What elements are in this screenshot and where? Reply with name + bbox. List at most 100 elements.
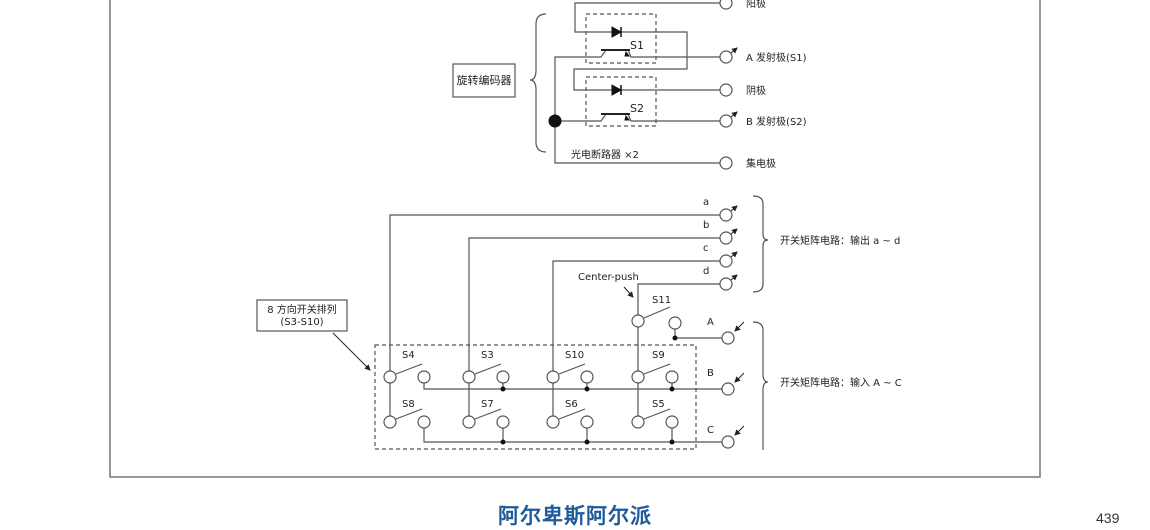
switch-lever-s6 <box>558 408 586 420</box>
encoder-labels: 旋转编码器 S1 S2 光电断路器 ×2 阳极 A 发射极(S1) 阴极 B 发… <box>457 0 807 170</box>
output-brace <box>752 195 769 293</box>
s1-label: S1 <box>630 39 644 52</box>
junction-dot <box>669 439 675 445</box>
array-label-line2: (S3-S10) <box>280 317 323 328</box>
s1-package <box>585 13 657 64</box>
photo-interrupter-label: 光电断路器 ×2 <box>571 148 639 161</box>
input-terminal-a <box>721 331 735 345</box>
emitter-b-wire <box>555 113 720 122</box>
switch-label-s6: S6 <box>565 399 578 410</box>
junction-dot <box>584 439 590 445</box>
rotary-encoder-section <box>452 2 720 164</box>
switch-label-s7: S7 <box>481 399 494 410</box>
switch-contact-s9 <box>631 370 645 384</box>
switch-label-s10: S10 <box>565 350 584 361</box>
output-arrow-icon <box>730 205 738 212</box>
switch-contact-s4 <box>383 370 397 384</box>
encoder-label-box <box>452 63 516 98</box>
switch-lever-s9 <box>643 363 671 375</box>
input-c-wire <box>423 427 722 443</box>
output-terminal-d <box>719 277 733 291</box>
encoder-brace <box>529 13 547 153</box>
terminal-collector <box>719 156 733 170</box>
terminal-label-anode: 阳极 <box>746 0 766 10</box>
switch-terminal-s3 <box>496 370 510 384</box>
switch-contact-s6 <box>546 415 560 429</box>
switch-contact-s11 <box>631 314 645 328</box>
switch-terminal-s9 <box>665 370 679 384</box>
array-label-box <box>256 299 348 332</box>
output-terminal-c <box>719 254 733 268</box>
encoder-box-label: 旋转编码器 <box>457 73 512 87</box>
center-push-label: Center-push <box>578 272 639 283</box>
output-arrow-icon <box>730 228 738 235</box>
switch-matrix-section <box>256 195 769 450</box>
terminal-cathode <box>719 83 733 97</box>
figure-frame <box>109 0 1041 478</box>
input-b-wire <box>423 382 722 390</box>
diode-icons <box>548 26 630 128</box>
output-terminal-b <box>719 231 733 245</box>
switch-lever-s5 <box>643 408 671 420</box>
input-arrow-icon <box>734 321 745 332</box>
junction-dot <box>548 114 562 128</box>
page-number: 439 <box>1096 510 1120 526</box>
terminal-anode <box>719 0 733 10</box>
switch-label-s4: S4 <box>402 350 415 361</box>
switch-terminal-s10 <box>580 370 594 384</box>
output-a-label: a <box>703 197 709 208</box>
switch-terminal-s5 <box>665 415 679 429</box>
collector-wire <box>554 121 720 164</box>
switch-label-s3: S3 <box>481 350 494 361</box>
terminal-label-emitter-a: A 发射极(S1) <box>746 51 807 64</box>
diode-s2-icon <box>611 84 623 96</box>
eight-direction-array-box <box>374 344 697 450</box>
input-brace <box>752 321 769 450</box>
output-d-wire <box>637 283 720 416</box>
output-c-wire <box>552 260 720 416</box>
switch-contact-s8 <box>383 415 397 429</box>
emitter-a-wire <box>554 49 720 120</box>
switch-terminal-s4 <box>417 370 431 384</box>
input-a-label: A <box>707 317 714 328</box>
output-b-label: b <box>703 220 709 231</box>
encoder-terminals <box>719 0 733 170</box>
input-brace-label: 开关矩阵电路：输入 A ~ C <box>780 376 902 389</box>
output-brace-label: 开关矩阵电路：输出 a ~ d <box>780 234 900 247</box>
input-arrow-icon <box>734 425 745 436</box>
switch-terminal-s11 <box>668 316 682 330</box>
input-b-label: B <box>707 368 714 379</box>
input-c-label: C <box>707 425 714 436</box>
terminal-label-collector: 集电极 <box>746 157 776 170</box>
junction-dot <box>500 439 506 445</box>
terminal-emitter-b <box>719 114 733 128</box>
output-arrow-icon <box>730 274 738 281</box>
junction-dot <box>672 335 678 341</box>
switch-terminal-s6 <box>580 415 594 429</box>
array-label-line1: 8 方向开关排列 <box>267 303 337 316</box>
switch-terminal-s7 <box>496 415 510 429</box>
switch-contact-s10 <box>546 370 560 384</box>
switch-terminal-s8 <box>417 415 431 429</box>
switch-contact-s3 <box>462 370 476 384</box>
switch-contact-s7 <box>462 415 476 429</box>
matrix-labels: 8 方向开关排列 (S3-S10) Center-push S11 a b c … <box>267 197 902 436</box>
terminal-label-emitter-b: B 发射极(S2) <box>746 115 807 128</box>
junction-dot <box>584 386 590 392</box>
switch-matrix-contacts <box>383 205 745 449</box>
switch-label-s5: S5 <box>652 399 665 410</box>
switch-lever-s8 <box>395 408 423 420</box>
switch-contact-s5 <box>631 415 645 429</box>
switch-lever-s7 <box>474 408 502 420</box>
s11-label: S11 <box>652 295 671 306</box>
s2-package <box>585 76 657 127</box>
input-arrow-icon <box>734 372 745 383</box>
output-a-wire <box>389 214 720 416</box>
switch-lever-s4 <box>395 363 423 375</box>
footer-brand-title: 阿尔卑斯阿尔派 <box>498 504 652 528</box>
switch-label-s9: S9 <box>652 350 665 361</box>
switch-lever-s3 <box>474 363 502 375</box>
junction-dot <box>669 386 675 392</box>
anode-wire <box>573 2 720 91</box>
